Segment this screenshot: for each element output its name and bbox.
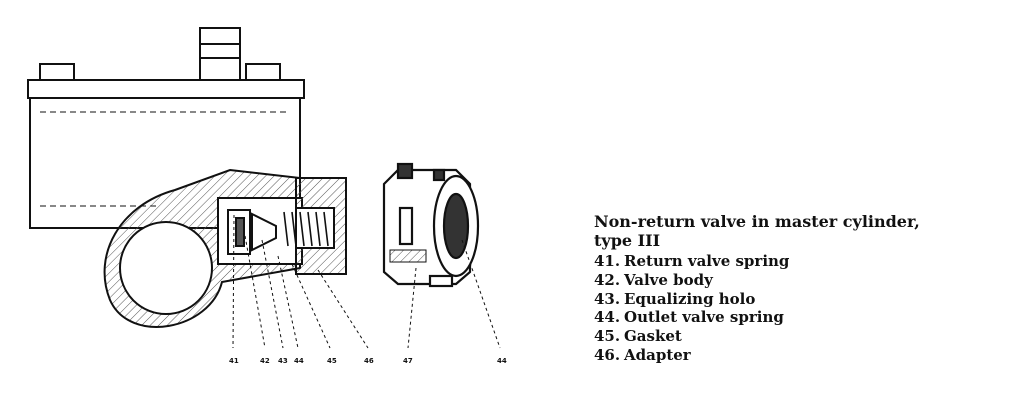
part-number: 46. bbox=[594, 345, 621, 364]
callout-47: 47 bbox=[403, 357, 413, 365]
part-number: 43. bbox=[594, 289, 621, 308]
callout-46: 46 bbox=[364, 357, 374, 365]
part-number: 44. bbox=[594, 308, 621, 327]
parts-list: 41.Return valve spring 42.Valve body 43.… bbox=[594, 252, 1014, 365]
adapter-fitting bbox=[382, 162, 480, 288]
part-label: Return valve spring bbox=[624, 252, 790, 270]
part-label: Gasket bbox=[624, 327, 682, 346]
figure-caption: Non-return valve in master cylinder, typ… bbox=[594, 212, 1014, 365]
callout-43: 43 bbox=[278, 357, 288, 365]
caption-title-line2: type III bbox=[594, 231, 661, 250]
callout-42: 42 bbox=[260, 357, 270, 365]
parts-list-item: 41.Return valve spring bbox=[594, 252, 1014, 271]
part-label: Equalizing holo bbox=[624, 289, 756, 308]
parts-list-item: 43.Equalizing holo bbox=[594, 290, 1014, 309]
part-label: Valve body bbox=[624, 270, 713, 289]
callout-44: 44 bbox=[294, 357, 304, 365]
callout-44b: 44 bbox=[497, 357, 507, 365]
parts-list-item: 44.Outlet valve spring bbox=[594, 308, 1014, 327]
part-label: Outlet valve spring bbox=[624, 308, 784, 327]
leader-lines bbox=[232, 214, 501, 349]
caption-title-line1: Non-return valve in master cylinder, bbox=[594, 212, 920, 231]
outlet-housing bbox=[103, 168, 347, 328]
part-number: 41. bbox=[594, 252, 621, 270]
part-number: 42. bbox=[594, 270, 621, 289]
part-label: Adapter bbox=[624, 345, 691, 364]
part-number: 45. bbox=[594, 327, 621, 346]
parts-list-item: 45.Gasket bbox=[594, 327, 1014, 346]
callout-45: 45 bbox=[327, 357, 337, 365]
caption-title: Non-return valve in master cylinder, typ… bbox=[594, 212, 1014, 250]
parts-list-item: 42.Valve body bbox=[594, 271, 1014, 290]
callout-numbers: 41 42 43 44 45 46 47 44 bbox=[229, 357, 507, 365]
callout-41: 41 bbox=[229, 357, 239, 365]
parts-list-item: 46.Adapter bbox=[594, 346, 1014, 365]
